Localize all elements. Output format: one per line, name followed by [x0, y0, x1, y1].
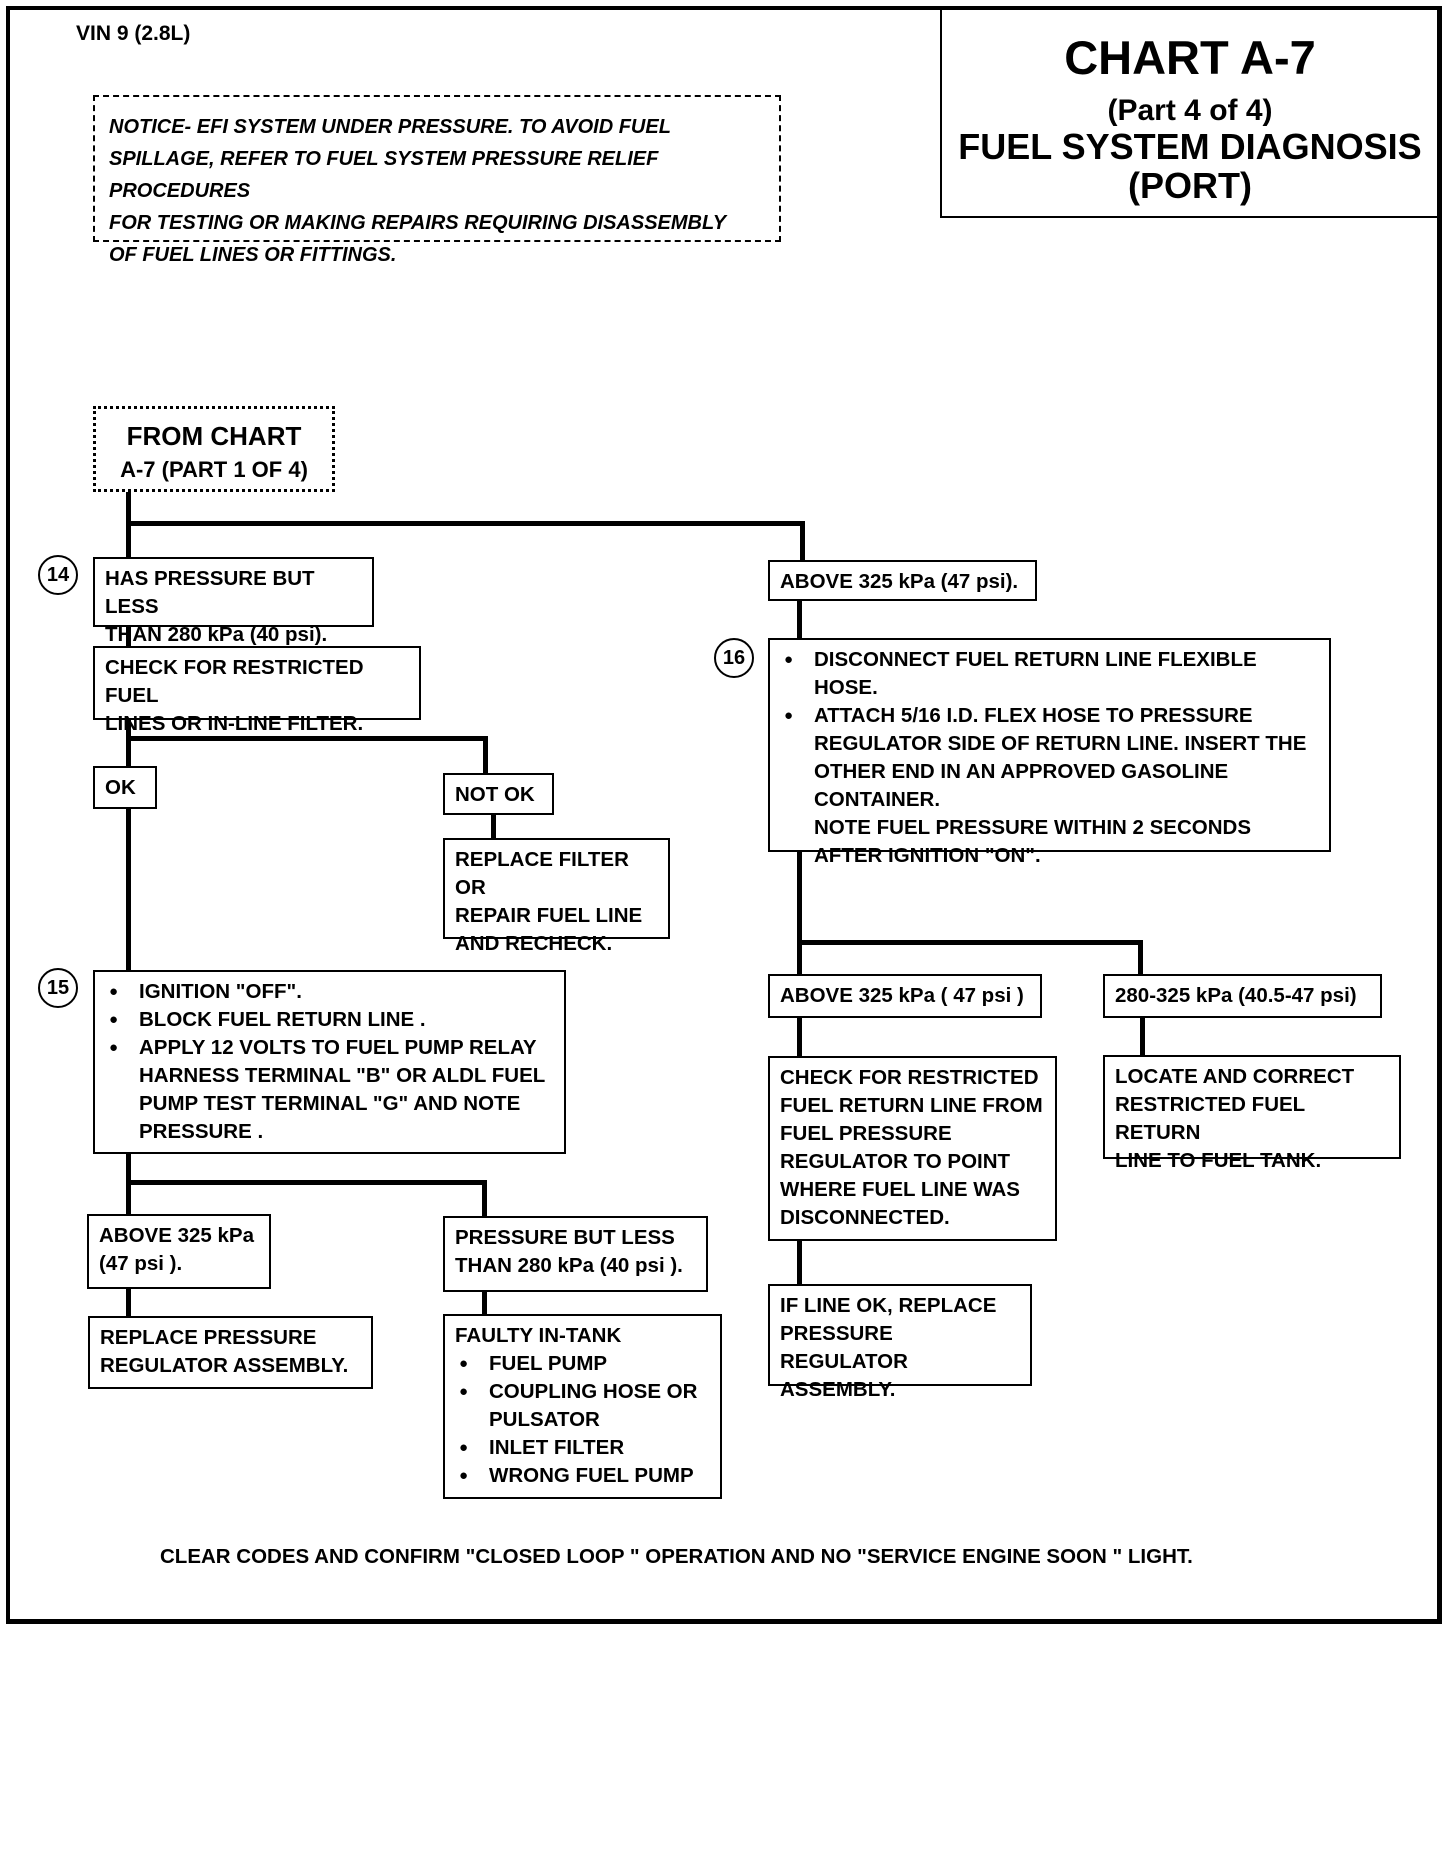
faulty-item: WRONG FUEL PUMP — [455, 1462, 710, 1490]
step-16-item: DISCONNECT FUEL RETURN LINE FLEXIBLE HOS… — [780, 646, 1319, 702]
replace-regulator-box: REPLACE PRESSURE REGULATOR ASSEMBLY. — [88, 1316, 373, 1389]
connector — [491, 812, 496, 838]
notice-line: FOR TESTING OR MAKING REPAIRS REQUIRING … — [109, 212, 727, 234]
connector — [797, 600, 802, 641]
connector — [1138, 940, 1143, 985]
connector — [482, 1180, 487, 1216]
notice-box: NOTICE- EFI SYSTEM UNDER PRESSURE. TO AV… — [93, 95, 781, 266]
connector — [482, 1290, 487, 1316]
faulty-item: FUEL PUMP — [455, 1350, 710, 1378]
notice-line: NOTICE- EFI SYSTEM UNDER PRESSURE. TO AV… — [109, 116, 671, 138]
notice-line: OF FUEL LINES OR FITTINGS. — [109, 244, 397, 266]
from-chart-line: A-7 (PART 1 OF 4) — [120, 457, 308, 482]
connector — [126, 736, 488, 741]
if-line-ok-box: IF LINE OK, REPLACE PRESSURE REGULATOR A… — [768, 1284, 1032, 1401]
replace-filter-box: REPLACE FILTER OR REPAIR FUEL LINE AND R… — [443, 838, 670, 955]
vin-label: VIN 9 (2.8L) — [76, 22, 191, 45]
connector — [1140, 1017, 1145, 1055]
check-restricted-box: CHECK FOR RESTRICTED FUEL LINES OR IN-LI… — [93, 646, 421, 735]
from-chart-line: FROM CHART — [126, 421, 302, 451]
connector — [800, 521, 805, 567]
above-325-top-box: ABOVE 325 kPa (47 psi). — [768, 560, 1037, 601]
range-box: 280-325 kPa (40.5-47 psi) — [1103, 974, 1382, 1018]
chart-part: (Part 4 of 4) — [1107, 93, 1273, 127]
chart-subtitle: FUEL SYSTEM DIAGNOSIS — [958, 125, 1422, 167]
connector — [126, 718, 131, 776]
chart-title: CHART A-7 — [1064, 31, 1316, 84]
connector — [483, 736, 488, 780]
connector — [126, 1286, 131, 1318]
step-16-note: NOTE FUEL PRESSURE WITHIN 2 SECONDS AFTE… — [814, 816, 1252, 867]
step-16-marker: 16 — [714, 638, 754, 678]
footer-instruction: CLEAR CODES AND CONFIRM "CLOSED LOOP " O… — [160, 1545, 1193, 1568]
step-15-item: BLOCK FUEL RETURN LINE . — [105, 1006, 554, 1034]
title-box: CHART A-7 (Part 4 of 4) FUEL SYSTEM DIAG… — [940, 8, 1440, 218]
step-15-marker: 15 — [38, 968, 78, 1008]
faulty-item: INLET FILTER — [455, 1434, 710, 1462]
has-pressure-box: HAS PRESSURE BUT LESS THAN 280 kPa (40 p… — [93, 557, 374, 646]
pressure-less-box: PRESSURE BUT LESS THAN 280 kPa (40 psi )… — [443, 1216, 708, 1292]
faulty-item: COUPLING HOSE OR PULSATOR — [455, 1378, 710, 1434]
connector — [126, 1180, 487, 1185]
faulty-in-tank-box: FAULTY IN-TANK FUEL PUMP COUPLING HOSE O… — [443, 1314, 722, 1499]
step-16-box: DISCONNECT FUEL RETURN LINE FLEXIBLE HOS… — [768, 638, 1331, 867]
step-15-box: IGNITION "OFF". BLOCK FUEL RETURN LINE .… — [93, 970, 566, 1154]
connector — [126, 808, 131, 973]
from-chart-box: FROM CHART A-7 (PART 1 OF 4) — [93, 406, 335, 492]
notice-line: SPILLAGE, REFER TO FUEL SYSTEM PRESSURE … — [109, 148, 659, 202]
step-16-item: ATTACH 5/16 I.D. FLEX HOSE TO PRESSURE R… — [780, 702, 1319, 814]
above-325-right-box: ABOVE 325 kPa ( 47 psi ) — [768, 974, 1042, 1018]
locate-correct-box: LOCATE AND CORRECT RESTRICTED FUEL RETUR… — [1103, 1055, 1401, 1172]
connector — [126, 521, 805, 526]
connector — [797, 1016, 802, 1056]
step-15-item: APPLY 12 VOLTS TO FUEL PUMP RELAY HARNES… — [105, 1034, 554, 1146]
not-ok-box: NOT OK — [443, 773, 554, 815]
step-14-marker: 14 — [38, 555, 78, 595]
check-return-line-box: CHECK FOR RESTRICTED FUEL RETURN LINE FR… — [768, 1056, 1057, 1241]
chart-frame — [6, 6, 1442, 1624]
connector — [797, 940, 1143, 945]
above-325-left-box: ABOVE 325 kPa (47 psi ). — [87, 1214, 271, 1289]
chart-variant: (PORT) — [1128, 165, 1252, 207]
ok-box: OK — [93, 766, 157, 809]
connector — [797, 851, 802, 982]
step-15-item: IGNITION "OFF". — [105, 978, 554, 1006]
connector — [797, 1240, 802, 1284]
